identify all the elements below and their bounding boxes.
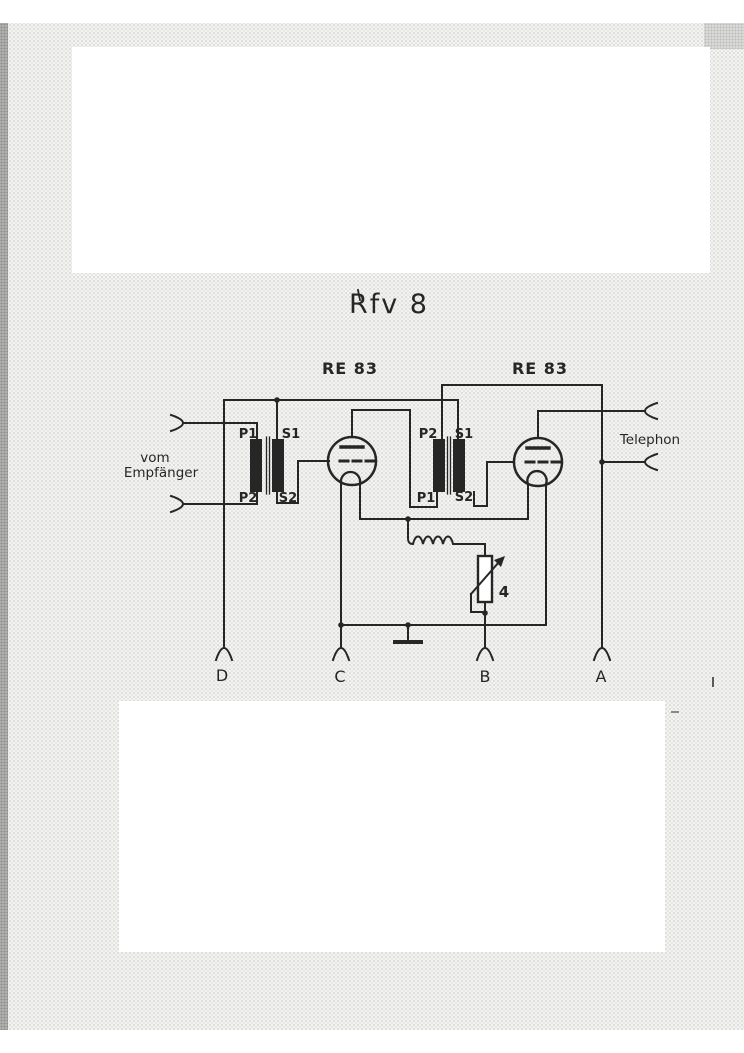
scan-corner-smudge <box>704 23 744 49</box>
terminal-d-label: D <box>216 666 228 685</box>
input-source-label-line2: Empfänger <box>124 465 199 481</box>
terminal-b-label: B <box>480 667 491 686</box>
tube1-type-label: RE 83 <box>322 359 378 378</box>
filament-inductor <box>407 518 486 557</box>
interstage-transformer <box>433 436 465 495</box>
t1-secondary-top-label: S1 <box>282 427 300 442</box>
scan-artifact-tick <box>712 677 714 687</box>
terminal-post-a <box>592 647 612 662</box>
scan-artifact-dash <box>671 711 679 713</box>
t2-secondary-bottom-label: S2 <box>455 490 473 505</box>
terminal-c-label: C <box>334 667 345 686</box>
cathode-loop-2 <box>526 469 548 486</box>
input-terminal-lower <box>169 494 184 514</box>
t2-primary-bottom-label: P1 <box>417 491 436 506</box>
t1-secondary-bottom-label: S2 <box>279 491 297 506</box>
input-terminal-upper <box>169 413 184 433</box>
input-transformer <box>250 436 284 495</box>
rheostat-arrow <box>469 560 501 596</box>
triode-tube-2 <box>512 436 564 488</box>
tube2-type-label: RE 83 <box>512 359 568 378</box>
terminal-post-b <box>475 647 495 662</box>
page-left-edge-shadow <box>0 23 8 1030</box>
t2-secondary-top-label: S1 <box>455 427 473 442</box>
t1-primary-top-label: P1 <box>239 427 258 442</box>
rheostat-arrowhead <box>494 556 505 567</box>
rheostat-value-label: 4 <box>499 583 509 601</box>
terminal-a-label: A <box>596 667 607 686</box>
t1-primary-bottom-label: P2 <box>239 491 258 506</box>
telephone-label: Telephon <box>619 432 680 448</box>
terminal-post-c <box>331 647 351 662</box>
junction-dots <box>274 397 605 628</box>
wires <box>182 384 646 649</box>
telephone-terminal-lower <box>644 452 659 472</box>
rheostat-wiper-tail <box>470 593 486 613</box>
terminal-post-d <box>214 647 234 662</box>
t2-primary-top-label: P2 <box>419 427 438 442</box>
telephone-terminal-upper <box>644 401 659 421</box>
filament-rheostat <box>469 554 505 613</box>
cathode-loop-1 <box>339 470 362 485</box>
blank-area-top <box>72 47 710 273</box>
page-title: Rfv 8 <box>349 289 429 320</box>
input-source-label-line1: vom <box>140 450 169 466</box>
triode-tube-1 <box>326 435 378 487</box>
blank-area-bottom <box>119 701 665 952</box>
title-tick-mark <box>356 288 362 302</box>
